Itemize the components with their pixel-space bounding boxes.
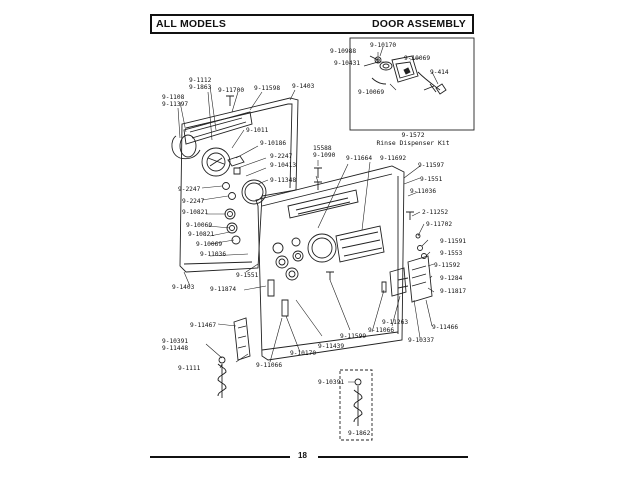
label-9-1011: 9-1011 bbox=[246, 127, 269, 134]
label-9-10431: 9-10431 bbox=[334, 60, 361, 67]
label-9-11874: 9-11874 bbox=[210, 286, 237, 293]
rinse-dispenser-parts bbox=[363, 55, 447, 95]
door-spring bbox=[339, 369, 373, 441]
label-9-1862: 9-1862 bbox=[348, 430, 371, 437]
label-9-11692: 9-11692 bbox=[380, 155, 407, 162]
outer-door-panel bbox=[171, 95, 299, 273]
label-9-11448: 9-11448 bbox=[162, 345, 189, 352]
label-9-1108: 9-1108 bbox=[162, 94, 185, 101]
label-9-11700: 9-11700 bbox=[218, 87, 245, 94]
label-9-11664: 9-11664 bbox=[346, 155, 373, 162]
label-2-11252: 2-11252 bbox=[422, 209, 449, 216]
label-9-11592: 9-11592 bbox=[434, 262, 461, 269]
label-9-10069-inset-top: 9-10069 bbox=[404, 55, 431, 62]
label-9-11598: 9-11598 bbox=[254, 85, 281, 92]
label-9-10170-inset: 9-10170 bbox=[370, 42, 397, 49]
label-9-10069-d: 9-10069 bbox=[196, 241, 223, 248]
label-9-10170-bottom: 9-10170 bbox=[290, 350, 317, 357]
label-9-10391-left: 9-10391 bbox=[162, 338, 189, 345]
label-9-11263: 9-11263 bbox=[382, 319, 409, 326]
label-9-10391-bottom: 9-10391 bbox=[318, 379, 345, 386]
label-9-1090: 9-1090 bbox=[313, 152, 336, 159]
label-9-11591: 9-11591 bbox=[440, 238, 467, 245]
label-9-11467: 9-11467 bbox=[190, 322, 217, 329]
label-9-11348: 9-11348 bbox=[270, 177, 297, 184]
label-9-10988: 9-10988 bbox=[330, 48, 357, 55]
inset-caption-part: 9-1572 bbox=[401, 131, 425, 139]
inset-caption-name: Rinse Dispenser Kit bbox=[376, 139, 450, 147]
label-9-1553: 9-1553 bbox=[440, 250, 463, 257]
label-9-1551-right: 9-1551 bbox=[420, 176, 443, 183]
label-9-11397: 9-11397 bbox=[162, 101, 189, 108]
page-number: 18 bbox=[298, 451, 307, 460]
label-9-11817: 9-11817 bbox=[440, 288, 467, 295]
label-9-11597: 9-11597 bbox=[418, 162, 445, 169]
footer-rule-left bbox=[150, 456, 290, 458]
footer-rule-right bbox=[318, 456, 468, 458]
leader-lines bbox=[177, 46, 439, 383]
inner-door-panel bbox=[255, 165, 433, 361]
label-15588: 15588 bbox=[313, 145, 332, 152]
inset-caption: 9-1572 Rinse Dispenser Kit bbox=[365, 131, 461, 147]
label-9-2247-b: 9-2247 bbox=[178, 186, 201, 193]
left-hinge bbox=[217, 317, 251, 398]
label-9-1284: 9-1284 bbox=[440, 275, 463, 282]
label-9-11439: 9-11439 bbox=[318, 343, 345, 350]
label-9-10069-inset-bottom: 9-10069 bbox=[358, 89, 385, 96]
label-9-1403-top: 9-1403 bbox=[292, 83, 315, 90]
label-9-2247-a: 9-2247 bbox=[270, 153, 293, 160]
label-9-1403-bottom: 9-1403 bbox=[172, 284, 195, 291]
label-9-10821-a: 9-10821 bbox=[182, 209, 209, 216]
inset-box bbox=[349, 37, 475, 131]
label-9-2247-c: 9-2247 bbox=[182, 198, 205, 205]
header-all-models: ALL MODELS bbox=[150, 14, 300, 34]
label-9-11066-bottom: 9-11066 bbox=[256, 362, 283, 369]
label-9-414: 9-414 bbox=[430, 69, 449, 76]
label-9-10413: 9-10413 bbox=[270, 162, 297, 169]
label-9-10069-c: 9-10069 bbox=[186, 222, 213, 229]
label-9-11702: 9-11702 bbox=[426, 221, 453, 228]
label-9-11466: 9-11466 bbox=[432, 324, 459, 331]
page-footer: 18 bbox=[150, 451, 468, 462]
label-9-11066-right: 9-11066 bbox=[368, 327, 395, 334]
label-9-11036-left: 9-11036 bbox=[200, 251, 227, 258]
label-9-1551-left: 9-1551 bbox=[236, 272, 259, 279]
header-left-text: ALL MODELS bbox=[156, 18, 227, 30]
label-9-10337: 9-10337 bbox=[408, 337, 435, 344]
label-9-10821-b: 9-10821 bbox=[188, 231, 215, 238]
header-right-text: DOOR ASSEMBLY bbox=[371, 18, 466, 30]
label-9-10186: 9-10186 bbox=[260, 140, 287, 147]
label-9-1863: 9-1863 bbox=[189, 84, 212, 91]
label-9-11599: 9-11599 bbox=[340, 333, 367, 340]
label-9-1112: 9-1112 bbox=[189, 77, 212, 84]
header-door-assembly: DOOR ASSEMBLY bbox=[300, 14, 474, 34]
label-9-1111: 9-1111 bbox=[178, 365, 201, 372]
label-9-11036-right: 9-11036 bbox=[410, 188, 437, 195]
